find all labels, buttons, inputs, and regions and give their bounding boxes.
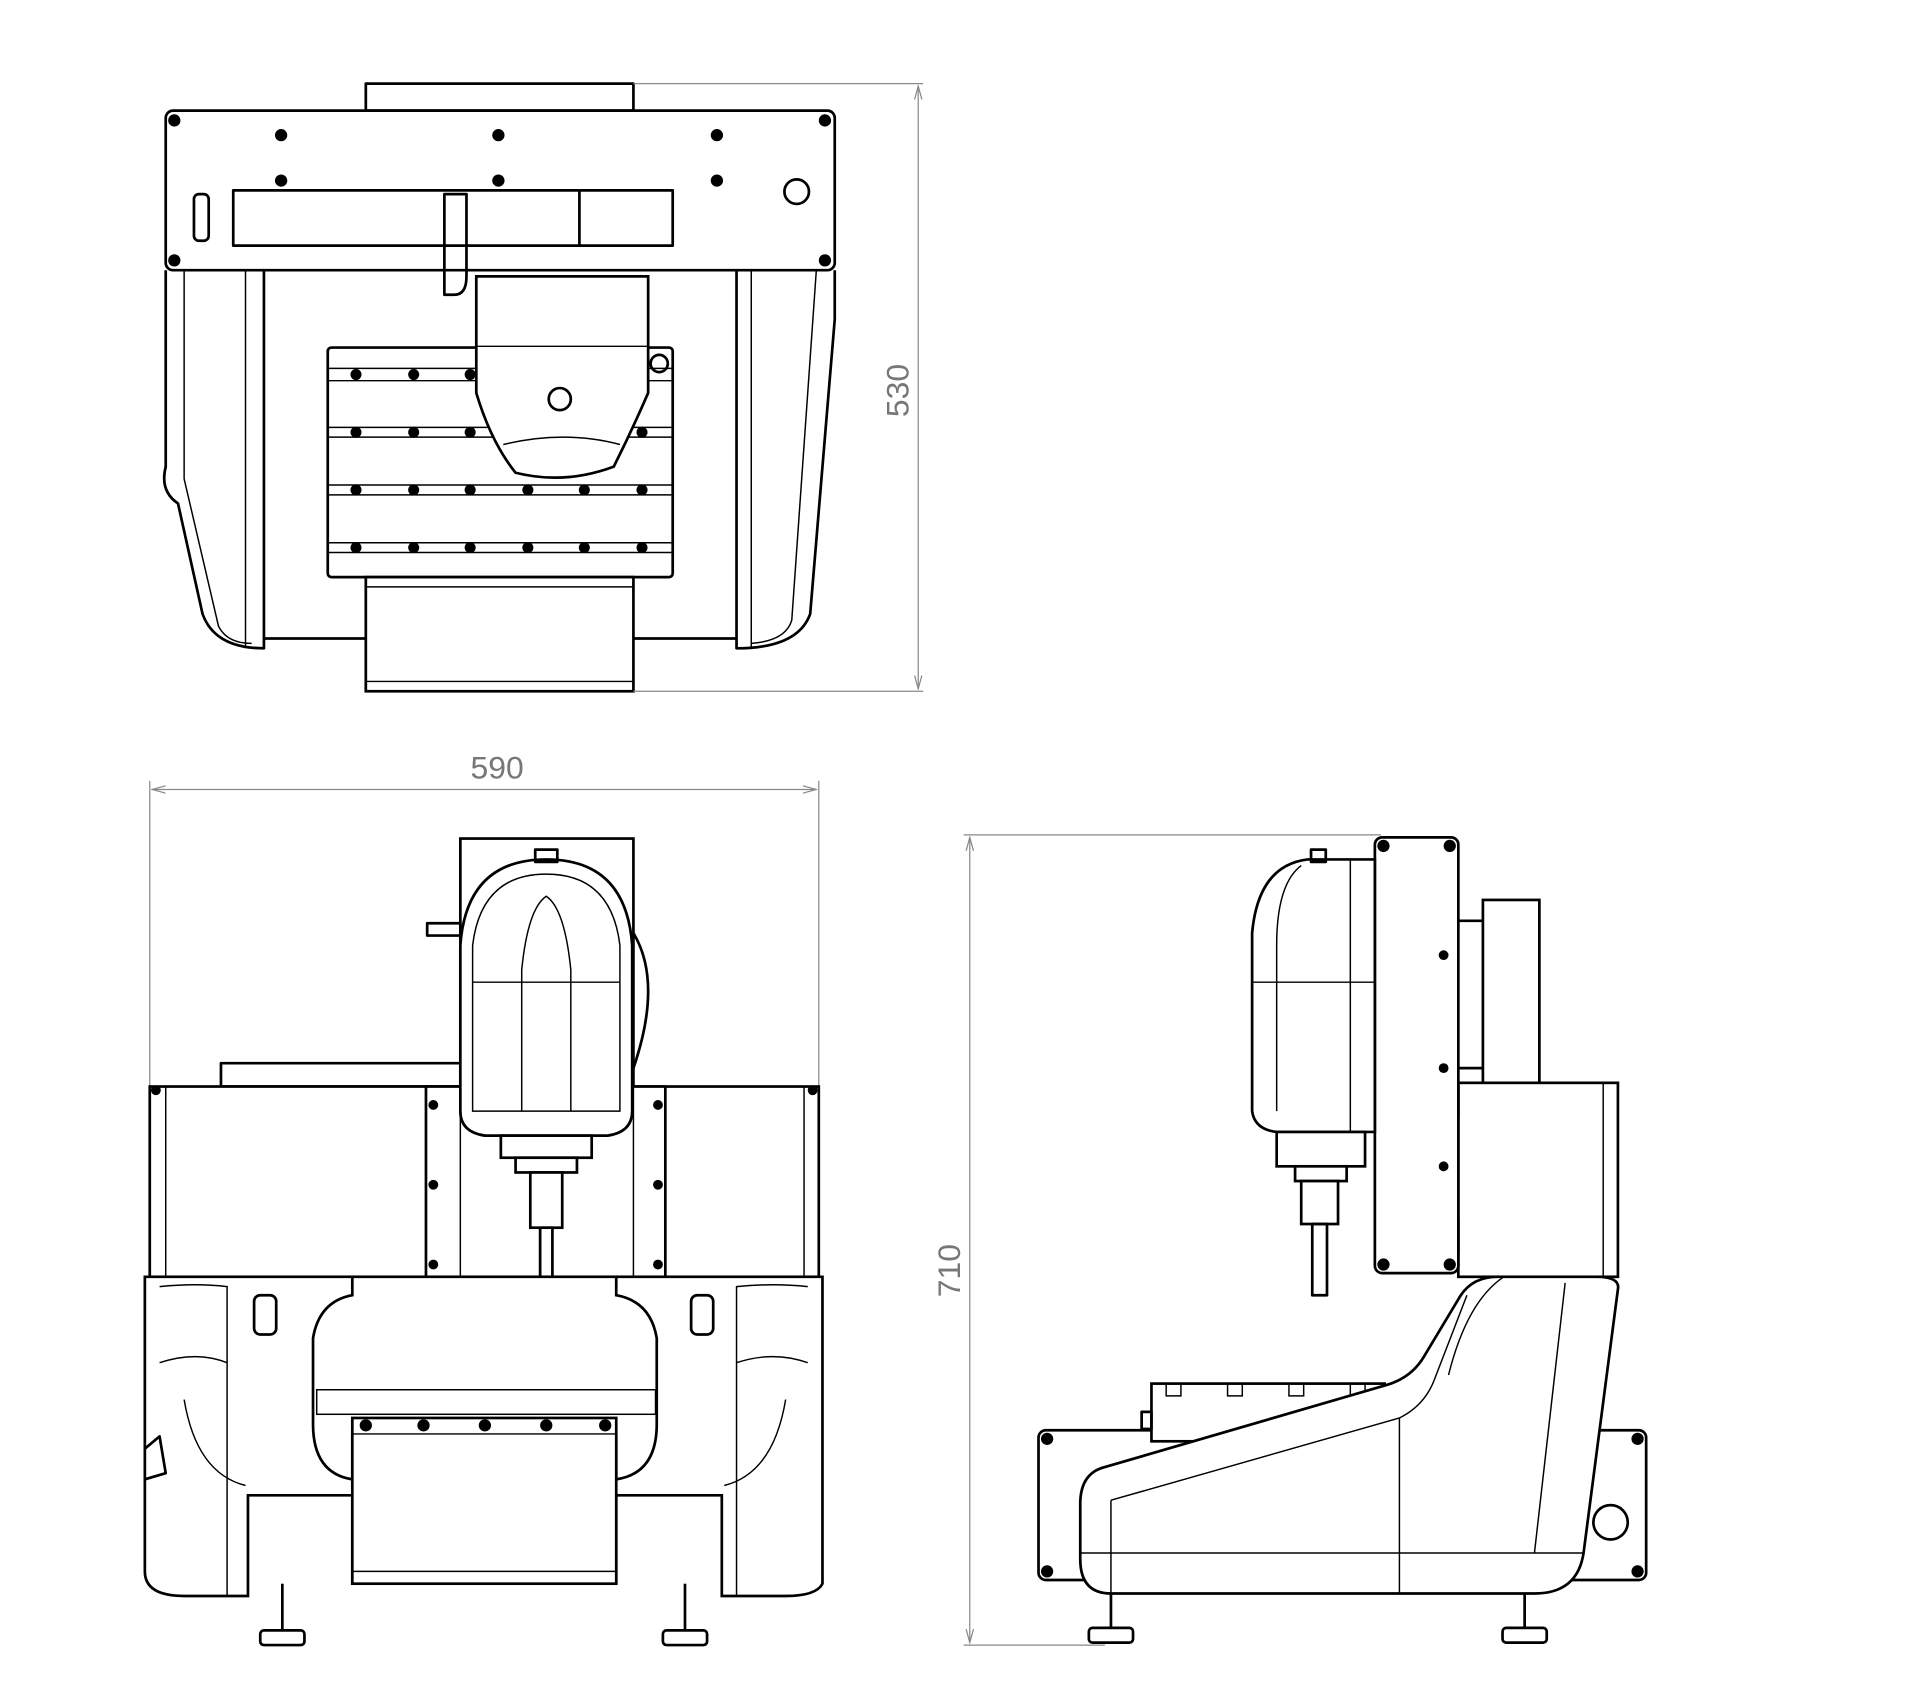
dimension-height-label: 710 — [931, 1244, 967, 1297]
front-view — [143, 780, 824, 1647]
side-view — [963, 834, 1648, 1646]
dimension-width-label: 590 — [471, 749, 524, 785]
dimension-depth-label: 530 — [879, 364, 915, 417]
top-view — [162, 82, 924, 693]
